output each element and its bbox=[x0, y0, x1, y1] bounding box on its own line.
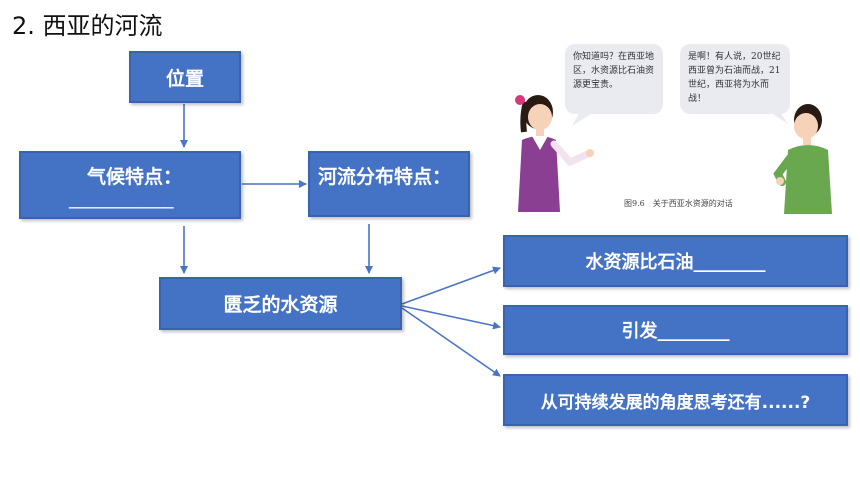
sustainable-label: 从可持续发展的角度思考还有......? bbox=[540, 392, 811, 413]
causes-label: 引发________ bbox=[621, 321, 730, 342]
arrow-water-to-causes bbox=[401, 305, 501, 330]
girl-bubble-tail bbox=[572, 112, 594, 126]
girl-speech-bubble: 你知道吗？在西亚地区，水资源比石油资源更宝贵。 bbox=[565, 44, 663, 114]
causes-box: 引发________ bbox=[503, 305, 848, 355]
boy-bubble-tail bbox=[770, 112, 788, 124]
arrow-water-to-sustainable bbox=[401, 307, 501, 377]
boy-figure bbox=[773, 104, 832, 214]
illustration-caption: 图9.6 关于西亚水资源的对话 bbox=[624, 199, 733, 208]
sustainable-box: 从可持续发展的角度思考还有......? bbox=[503, 374, 848, 426]
climate-blank: ___________ bbox=[69, 187, 174, 209]
scarce-water-label: 匮乏的水资源 bbox=[223, 294, 338, 316]
river-distribution-label: 河流分布特点： bbox=[318, 166, 452, 188]
location-label: 位置 bbox=[165, 67, 204, 90]
girl-speech-text: 你知道吗？在西亚地区，水资源比石油资源更宝贵。 bbox=[573, 52, 655, 90]
dialogue-illustration: 你知道吗？在西亚地区，水资源比石油资源更宝贵。 是啊！有人说，20世纪西亚曾为石… bbox=[508, 40, 848, 218]
boy-speech-bubble: 是啊！有人说，20世纪西亚曾为石油而战，21世纪，西亚将为水而战！ bbox=[680, 44, 790, 114]
arrow-water-to-oil bbox=[401, 266, 501, 305]
water-vs-oil-box: 水资源比石油________ bbox=[503, 235, 848, 287]
water-vs-oil-label: 水资源比石油________ bbox=[585, 252, 766, 273]
climate-label: 气候特点： bbox=[87, 166, 183, 188]
boy-speech-text: 是啊！有人说，20世纪西亚曾为石油而战，21世纪，西亚将为水而战！ bbox=[688, 52, 781, 104]
river-distribution-box: 河流分布特点： bbox=[308, 151, 470, 217]
climate-box: 气候特点： ___________ bbox=[19, 151, 241, 219]
page-title: 2. 西亚的河流 bbox=[12, 12, 163, 40]
scarce-water-box: 匮乏的水资源 bbox=[159, 277, 402, 330]
girl-figure bbox=[515, 95, 594, 212]
location-box: 位置 bbox=[129, 51, 241, 103]
